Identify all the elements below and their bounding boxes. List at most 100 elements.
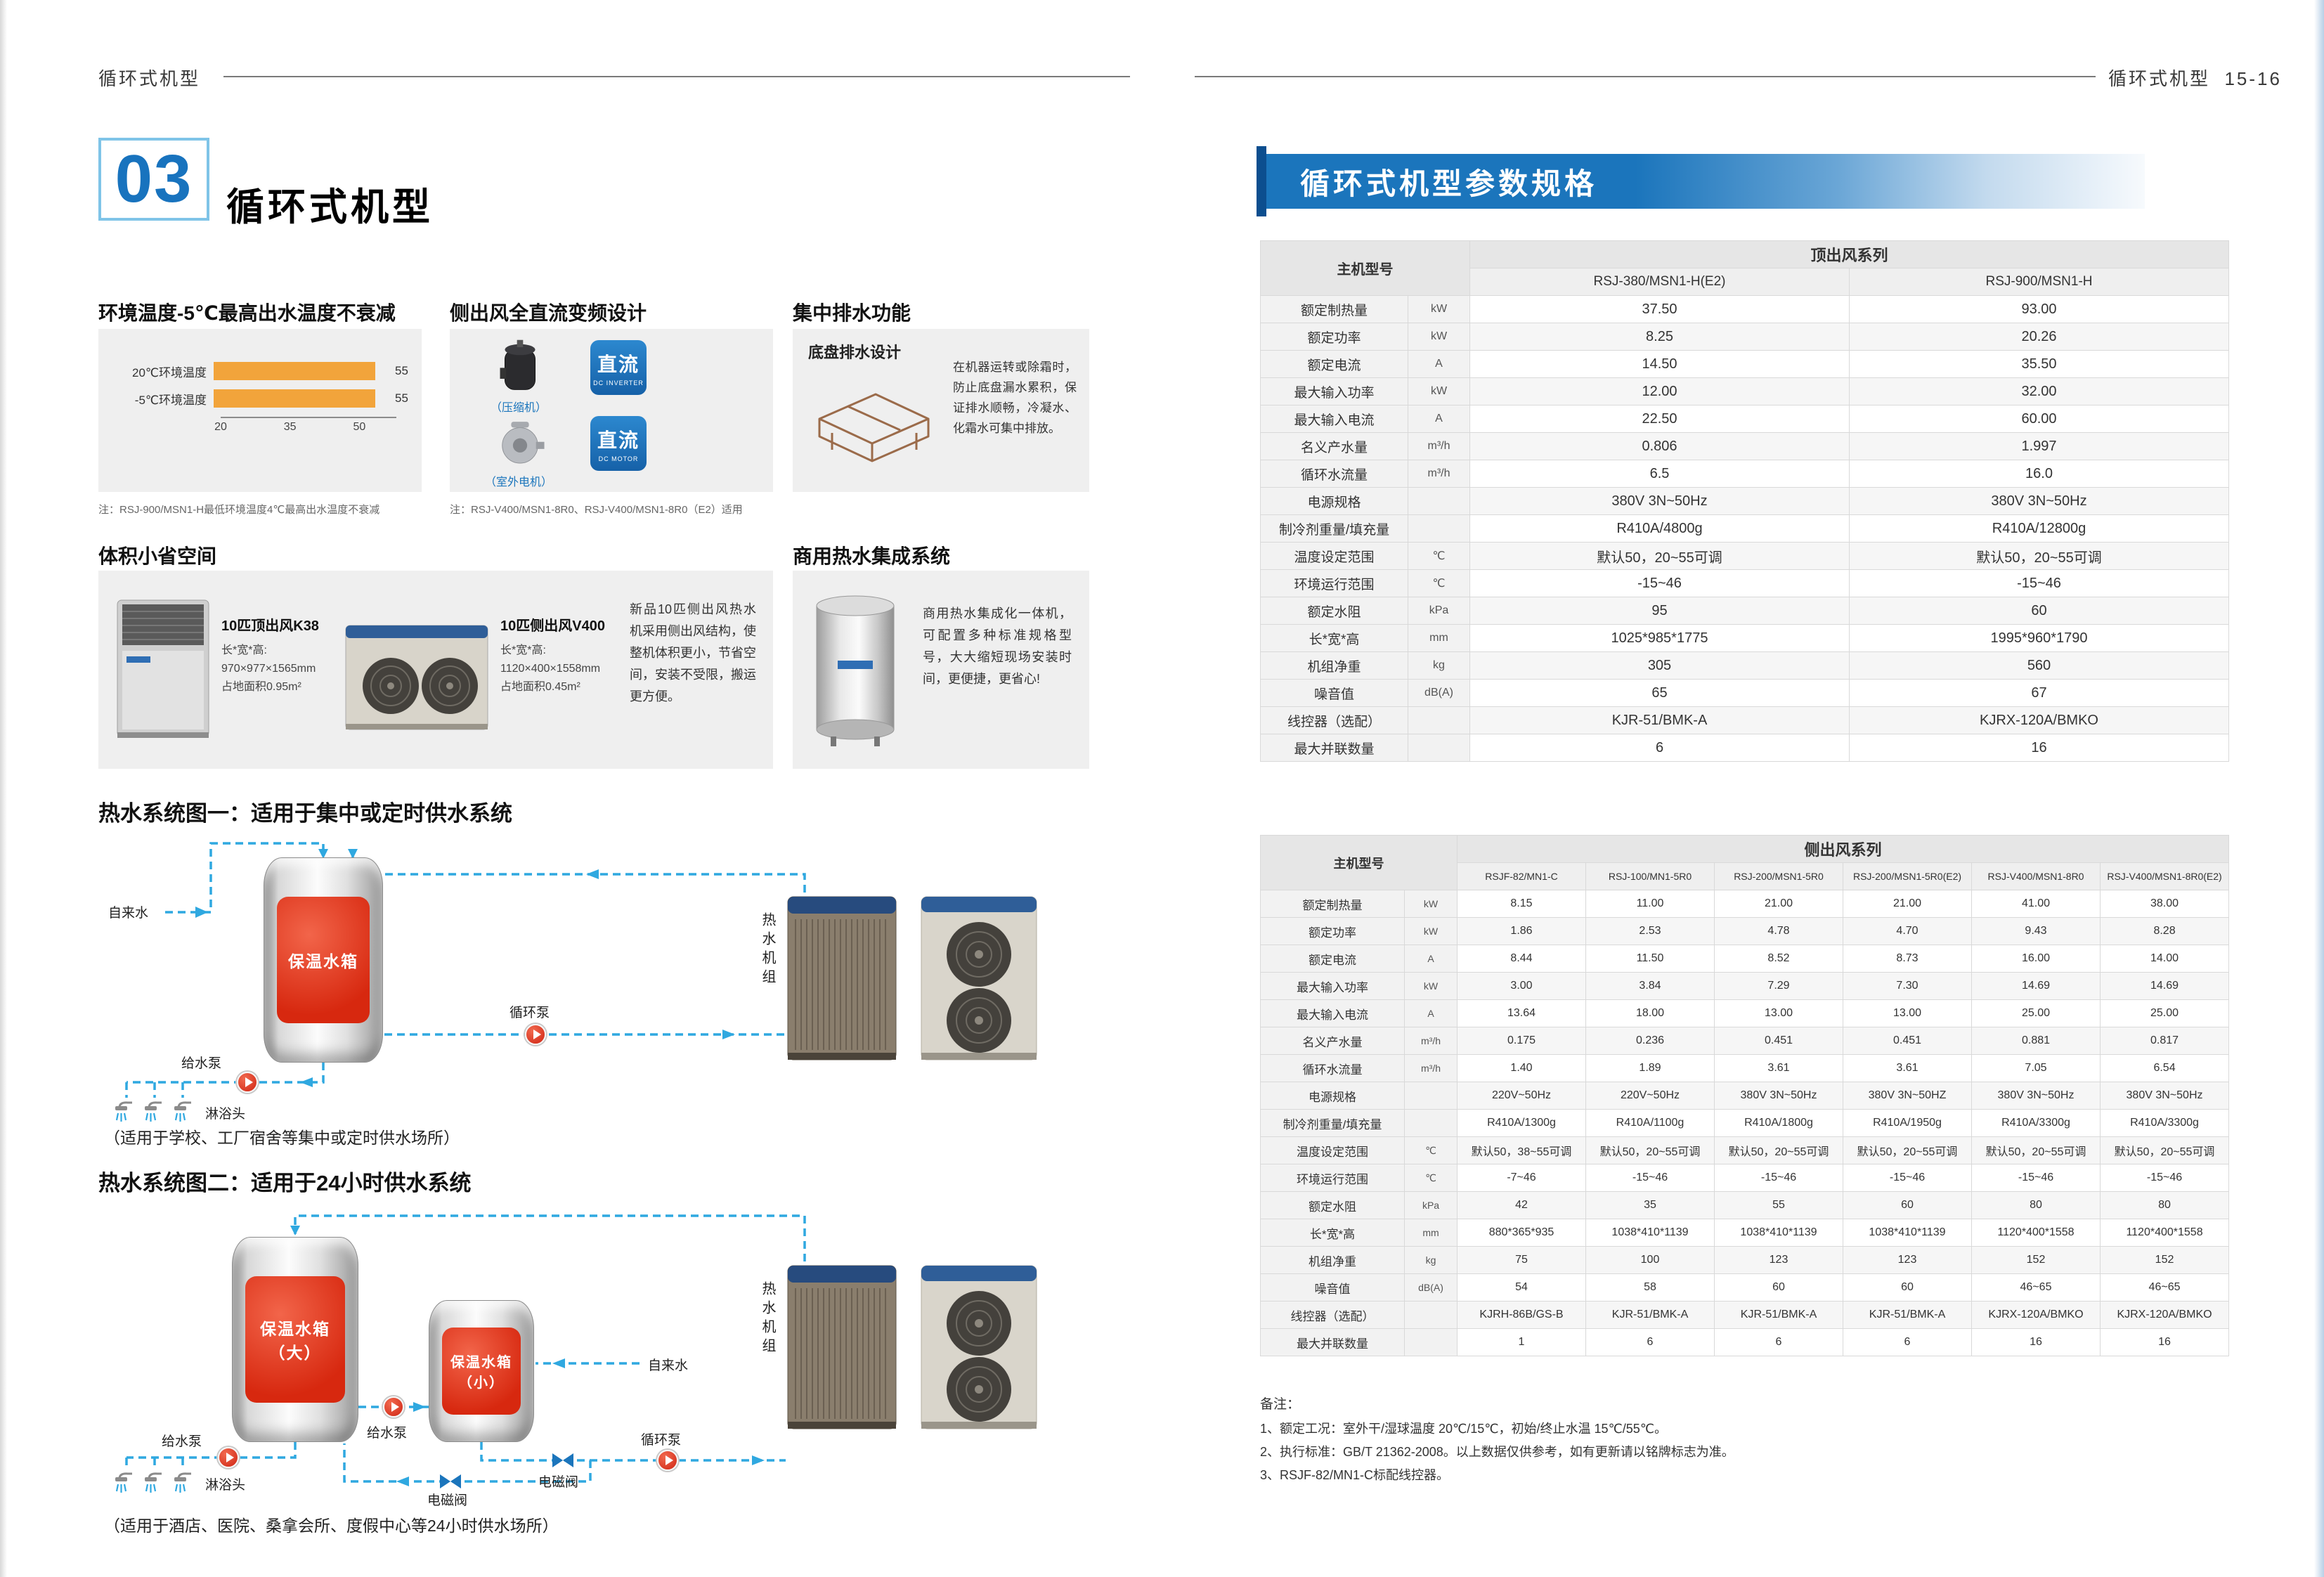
spec-value: 1.86 bbox=[1457, 917, 1586, 945]
model-column-header: 主机型号 bbox=[1260, 240, 1470, 296]
spec-value: 75 bbox=[1457, 1246, 1586, 1274]
spec-row-label: 机组净重 bbox=[1260, 651, 1408, 680]
notes: 备注： 1、额定工况：室外干/湿球温度 20℃/15℃，初始/终止水温 15℃/… bbox=[1260, 1393, 2202, 1487]
spec-value: R410A/3300g bbox=[2099, 1109, 2230, 1137]
feed-pump-icon-2 bbox=[383, 1396, 404, 1417]
spec-value: KJRX-120A/BMKO bbox=[1971, 1301, 2101, 1329]
spec-value: 58 bbox=[1585, 1273, 1715, 1302]
spec-value: 8.73 bbox=[1843, 945, 1972, 973]
spec-value: 65 bbox=[1469, 679, 1850, 707]
spec-value: 21.00 bbox=[1714, 890, 1843, 918]
tank-label: 保温水箱 bbox=[260, 1320, 330, 1338]
label-valve-bottom: 电磁阀 bbox=[427, 1493, 468, 1508]
label-shower: 淋浴头 bbox=[205, 1107, 246, 1122]
spec-row-label: 额定电流 bbox=[1260, 945, 1405, 973]
tank-panel: 保温水箱 bbox=[277, 897, 370, 1023]
spec-value: 1120*400*1558 bbox=[1971, 1219, 2101, 1247]
chart-axis-tick: 35 bbox=[283, 421, 297, 433]
circulation-pump-icon bbox=[525, 1024, 546, 1045]
spec-value: 0.881 bbox=[1971, 1027, 2101, 1055]
spec-value: 220V~50Hz bbox=[1585, 1082, 1715, 1110]
circulation-pump-icon bbox=[657, 1450, 678, 1471]
spec-value: 32.00 bbox=[1848, 377, 2230, 405]
spec-value: 16.00 bbox=[1971, 945, 2101, 973]
spec-row-unit: m³/h bbox=[1408, 460, 1470, 488]
heat-pump-unit-fans bbox=[919, 893, 1039, 1068]
spec-value: 16.0 bbox=[1848, 460, 2230, 488]
product-text-k38: 10匹顶出风K38 长*宽*高: 970×977×1565mm 占地面积0.95… bbox=[221, 614, 344, 696]
spec-row-label: 温度设定范围 bbox=[1260, 1136, 1405, 1164]
spec-value: R410A/1300g bbox=[1457, 1109, 1586, 1137]
spec-value: 152 bbox=[1971, 1246, 2101, 1274]
spec-value: 305 bbox=[1469, 651, 1850, 680]
spec-value: 6 bbox=[1585, 1328, 1715, 1356]
spec-row-label: 温度设定范围 bbox=[1260, 542, 1408, 570]
spec-value: 1038*410*1139 bbox=[1843, 1219, 1972, 1247]
insulated-water-tank: 保温水箱 bbox=[264, 857, 383, 1063]
product-area: 占地面积0.45m² bbox=[500, 681, 580, 693]
spec-value: 16 bbox=[2099, 1328, 2230, 1356]
spec-row-label: 环境运行范围 bbox=[1260, 1164, 1405, 1192]
insulated-water-tank-small: 保温水箱 （小） bbox=[429, 1300, 534, 1442]
spec-row-unit: A bbox=[1408, 405, 1470, 433]
spec-value: 880*365*935 bbox=[1457, 1219, 1586, 1247]
spec-row-label: 噪音值 bbox=[1260, 679, 1408, 707]
spec-value: 默认50，20~55可调 bbox=[1585, 1136, 1715, 1164]
spec-row-label: 电源规格 bbox=[1260, 487, 1408, 515]
spec-value: 1.40 bbox=[1457, 1054, 1586, 1082]
spec-value: 8.44 bbox=[1457, 945, 1586, 973]
spec-row-label: 额定水阻 bbox=[1260, 1191, 1405, 1219]
spec-row-unit: ℃ bbox=[1408, 542, 1470, 570]
spec-value: 220V~50Hz bbox=[1457, 1082, 1586, 1110]
spec-row-label: 最大输入电流 bbox=[1260, 405, 1408, 433]
feature-box-drainage: 底盘排水设计 在机器运转或除霜时，防止底盘漏水累积，保证排水顺畅，冷凝水、化霜水… bbox=[793, 329, 1089, 492]
spec-value: R410A/12800g bbox=[1848, 514, 2230, 543]
spec-row-label: 长*宽*高 bbox=[1260, 624, 1408, 652]
note-line: 2、执行标准：GB/T 21362-2008。以上数据仅供参考，如有更新请以铭牌… bbox=[1260, 1445, 1734, 1459]
spec-row: 环境运行范围℃-15~46-15~46 bbox=[1260, 569, 2230, 597]
spec-row-label: 额定水阻 bbox=[1260, 597, 1408, 625]
spec-row: 环境运行范围℃-7~46-15~46-15~46-15~46-15~46-15~… bbox=[1260, 1164, 2230, 1192]
commercial-section-title: 商用热水集成系统 bbox=[793, 545, 951, 567]
spec-value: 7.30 bbox=[1843, 972, 1972, 1000]
banner-accent-bar bbox=[1257, 146, 1266, 216]
dc-badge-subtext: DC MOTOR bbox=[598, 455, 639, 462]
feature-note-temperature: 注：RSJ-900/MSN1-H最低环境温度4℃最高出水温度不衰减 bbox=[98, 504, 380, 516]
spec-value: 14.00 bbox=[2099, 945, 2230, 973]
spec-value: -15~46 bbox=[1714, 1164, 1843, 1192]
compressor-label: （压缩机） bbox=[491, 402, 547, 414]
space-saving-text: 新品10匹侧出风热水机采用侧出风结构，使整机体积更小，节省空间，安装不受限，搬运… bbox=[630, 602, 756, 703]
spec-row-unit: A bbox=[1408, 350, 1470, 378]
spec-value: 1995*960*1790 bbox=[1848, 624, 2230, 652]
spec-row-unit: kg bbox=[1404, 1246, 1458, 1274]
spec-value: 41.00 bbox=[1971, 890, 2101, 918]
spec-row-unit: m³/h bbox=[1408, 432, 1470, 460]
product-dims-label: 长*宽*高: bbox=[221, 644, 267, 656]
diagram1-caption: （适用于学校、工厂宿舍等集中或定时供水场所） bbox=[104, 1129, 460, 1147]
spec-row-unit bbox=[1404, 1328, 1458, 1356]
spec-value: -15~46 bbox=[1469, 569, 1850, 597]
spec-value: 21.00 bbox=[1843, 890, 1972, 918]
series-header: 侧出风系列 bbox=[1456, 835, 2230, 863]
spec-row-unit: ℃ bbox=[1404, 1136, 1458, 1164]
feature-title-temperature: 环境温度-5℃最高出水温度不衰减 bbox=[98, 302, 396, 324]
spec-row-label: 机组净重 bbox=[1260, 1246, 1405, 1274]
commercial-text: 商用热水集成化一体机，可配置多种标准规格型号，大大缩短现场安装时间，更便捷，更省… bbox=[923, 606, 1072, 686]
spec-value: 60 bbox=[1714, 1273, 1843, 1302]
running-header-right-text: 循环式机型 bbox=[2108, 68, 2211, 89]
